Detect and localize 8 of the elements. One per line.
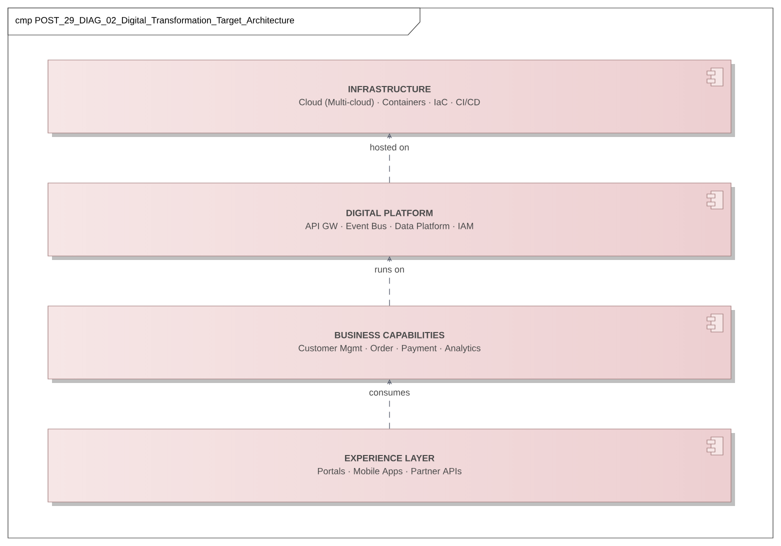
edge-label: hosted on [370,144,409,150]
edge-label: runs on [375,268,404,273]
component-box: EXPERIENCE LAYER Portals · Mobile Apps · Partner APIs [48,428,735,506]
frame-title-tab: cmp POST_29_DIAG_02_Digital_Transformation_Target_Architecture [8,8,420,36]
component-box: BUSINESS CAPABILITIES Customer Mgmt · Order · Payment · Analytics [48,306,735,383]
edge-label: consumes [369,390,410,396]
component-box: DIGITAL PLATFORM API GW · Event Bus · Data Platform · IAM [48,182,735,260]
component-box: INFRASTRUCTURE Cloud (Multi-cloud) · Containers · IaC · CI/CD [48,60,735,137]
